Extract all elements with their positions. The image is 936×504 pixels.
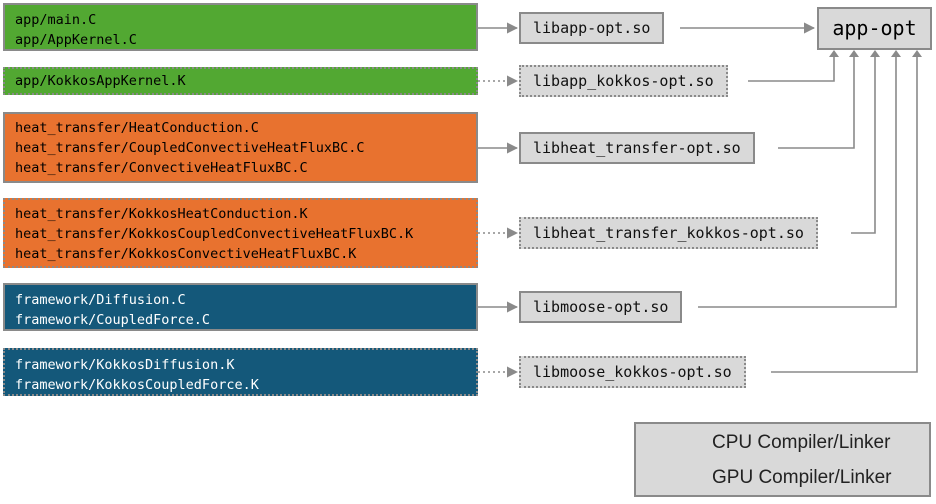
source-box-app: app/main.C app/AppKernel.C xyxy=(3,3,478,51)
arrowhead xyxy=(870,50,880,57)
library-box-libapp: libapp-opt.so xyxy=(519,12,665,44)
arrowhead xyxy=(891,50,901,57)
source-box-framework: framework/Diffusion.C framework/CoupledF… xyxy=(3,283,478,331)
legend: CPU Compiler/Linker GPU Compiler/Linker xyxy=(634,422,931,497)
source-box-heat-transfer-kokkos: heat_transfer/KokkosHeatConduction.K hea… xyxy=(3,198,478,268)
arrowhead xyxy=(829,50,839,57)
source-file: heat_transfer/KokkosCoupledConvectiveHea… xyxy=(15,226,414,242)
arrowhead xyxy=(912,50,922,57)
source-file: app/AppKernel.C xyxy=(15,32,137,48)
edge-libapp-kokkos-to-app xyxy=(748,54,835,82)
library-box-libmoose: libmoose-opt.so xyxy=(519,291,683,323)
edge-libheat-to-app xyxy=(778,54,855,149)
legend-cpu-label: CPU Compiler/Linker xyxy=(712,432,891,453)
source-file: heat_transfer/HeatConduction.C xyxy=(15,120,259,136)
edge-libmoose-to-app xyxy=(698,54,897,308)
edge-libmoose-kokkos-to-app xyxy=(771,54,918,373)
source-file: framework/KokkosDiffusion.K xyxy=(15,357,235,373)
source-box-framework-kokkos: framework/KokkosDiffusion.K framework/Ko… xyxy=(3,348,478,396)
source-file: heat_transfer/KokkosConvectiveHeatFluxBC… xyxy=(15,246,357,262)
source-file: heat_transfer/ConvectiveHeatFluxBC.C xyxy=(15,160,308,176)
arrowhead xyxy=(849,50,859,57)
source-file: app/KokkosAppKernel.K xyxy=(15,73,186,89)
library-box-libheat-transfer: libheat_transfer-opt.so xyxy=(519,132,755,164)
edge-libheat-kokkos-to-app xyxy=(851,54,876,234)
library-box-libapp-kokkos: libapp_kokkos-opt.so xyxy=(519,65,728,97)
legend-gpu-label: GPU Compiler/Linker xyxy=(712,467,892,488)
source-file: framework/CoupledForce.C xyxy=(15,312,211,328)
source-file: framework/KokkosCoupledForce.K xyxy=(15,377,259,393)
source-file: heat_transfer/KokkosHeatConduction.K xyxy=(15,206,308,222)
source-file: framework/Diffusion.C xyxy=(15,292,186,308)
library-box-libmoose-kokkos: libmoose_kokkos-opt.so xyxy=(519,356,746,388)
source-file: heat_transfer/CoupledConvectiveHeatFluxB… xyxy=(15,140,365,156)
library-box-libheat-transfer-kokkos: libheat_transfer_kokkos-opt.so xyxy=(519,217,818,249)
source-box-heat-transfer: heat_transfer/HeatConduction.C heat_tran… xyxy=(3,112,478,183)
source-box-app-kokkos: app/KokkosAppKernel.K xyxy=(3,67,478,95)
executable-box-app-opt: app-opt xyxy=(817,7,932,50)
source-file: app/main.C xyxy=(15,12,97,28)
